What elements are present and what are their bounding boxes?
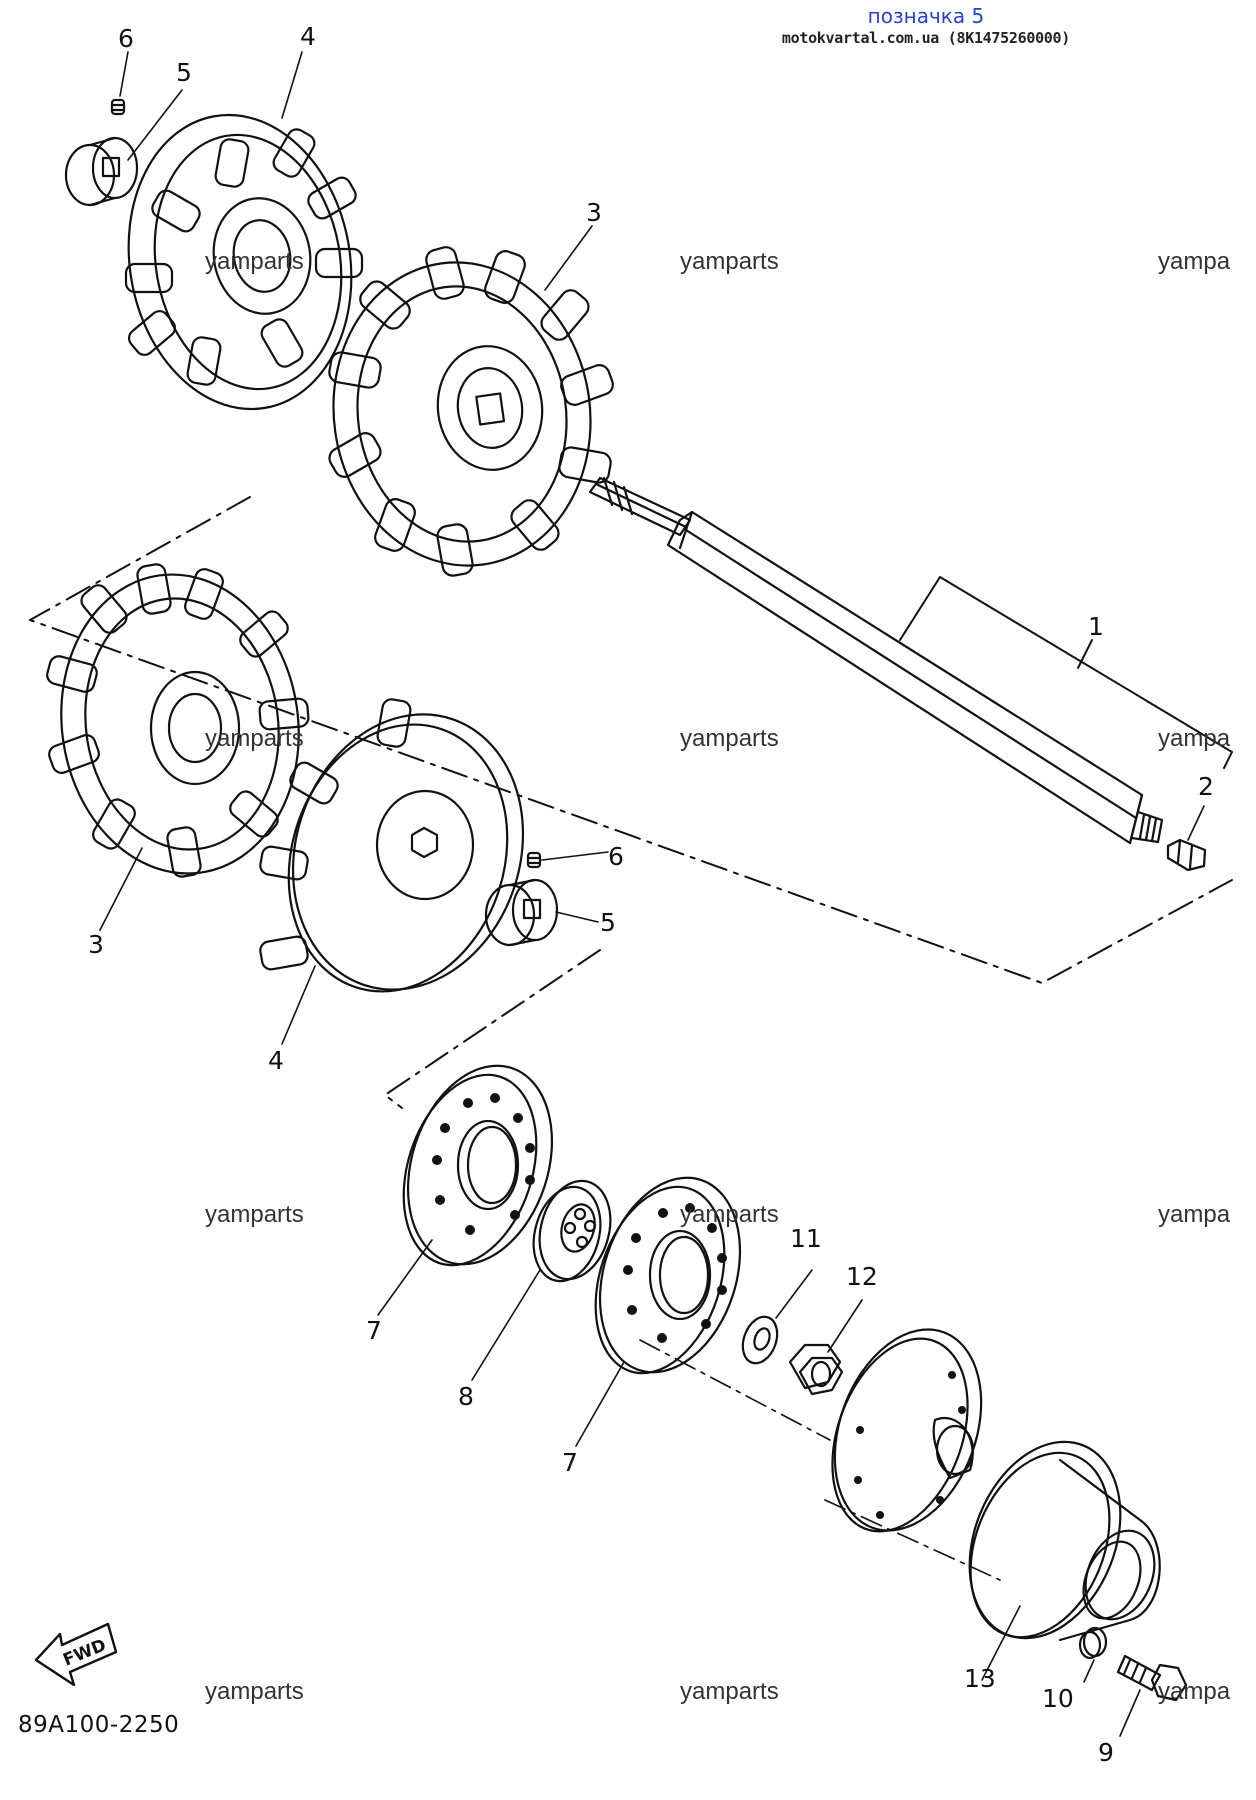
watermark: yamparts: [205, 725, 304, 752]
diagram-code: 89A100-2250: [18, 1712, 180, 1738]
bookmark-title: позначка 5: [867, 4, 985, 28]
watermark: yampa: [1158, 1678, 1231, 1705]
wheel-upper-4: [124, 113, 364, 411]
callout-8: 8: [458, 1382, 474, 1411]
setscrew-lower-6: [526, 851, 542, 869]
callout-4: 4: [268, 1046, 284, 1075]
watermark: yamparts: [205, 248, 304, 275]
hex-nut-part-12: [788, 1343, 844, 1396]
watermark: yamparts: [680, 248, 779, 275]
callout-10: 10: [1042, 1684, 1074, 1713]
callout-7: 7: [366, 1316, 382, 1345]
lock-washer-part-10: [1078, 1626, 1108, 1660]
collar-lower-5: [484, 878, 559, 947]
page-header: позначка 5 motokvartal.com.ua (8K1475260…: [782, 4, 1070, 47]
drive-flange-assembly: [831, 1328, 983, 1533]
callout-11: 11: [790, 1224, 822, 1253]
watermark: yamparts: [680, 1201, 779, 1228]
watermark: yamparts: [680, 1678, 779, 1705]
source-caption: motokvartal.com.ua (8K1475260000): [781, 29, 1070, 47]
shaft-part: [588, 476, 1164, 845]
callout-9: 9: [1098, 1738, 1114, 1767]
callout-12: 12: [846, 1262, 878, 1291]
callout-1: 1: [1088, 612, 1104, 641]
callout-3: 3: [88, 930, 104, 959]
fwd-arrow-icon: FWD: [34, 1622, 118, 1687]
sprocket-upper-3: [328, 246, 614, 577]
callout-7: 7: [562, 1448, 578, 1477]
callout-3: 3: [586, 198, 602, 227]
collar-upper-5: [64, 136, 139, 207]
callout-5: 5: [600, 908, 616, 937]
watermark: yamparts: [205, 1201, 304, 1228]
flange-plate-7b: [594, 1176, 742, 1375]
watermark: yampa: [1158, 248, 1231, 275]
callout-6: 6: [118, 24, 134, 53]
watermark: yampa: [1158, 1201, 1231, 1228]
bearing-part-8: [532, 1179, 612, 1283]
callout-6: 6: [608, 842, 624, 871]
watermark: yamparts: [205, 1678, 304, 1705]
bolt-part-9: [1116, 1654, 1188, 1702]
assembly-frame: [29, 496, 1233, 1109]
watermark: yampa: [1158, 725, 1231, 752]
leader-lines: [99, 51, 1205, 1737]
housing-cap-part-13: [968, 1440, 1161, 1642]
setscrew-upper-6: [110, 98, 126, 116]
washer-part-11: [741, 1315, 779, 1365]
flange-plate-7a: [402, 1064, 554, 1267]
watermark: yamparts: [680, 725, 779, 752]
callout-2: 2: [1198, 772, 1214, 801]
center-line: [639, 1339, 1001, 1581]
nut-part-2: [1166, 838, 1207, 872]
sprocket-lower-3: [46, 563, 310, 878]
callout-5: 5: [176, 58, 192, 87]
callout-13: 13: [964, 1664, 996, 1693]
callout-4: 4: [300, 22, 316, 51]
shaft-bracket: [899, 576, 1233, 769]
